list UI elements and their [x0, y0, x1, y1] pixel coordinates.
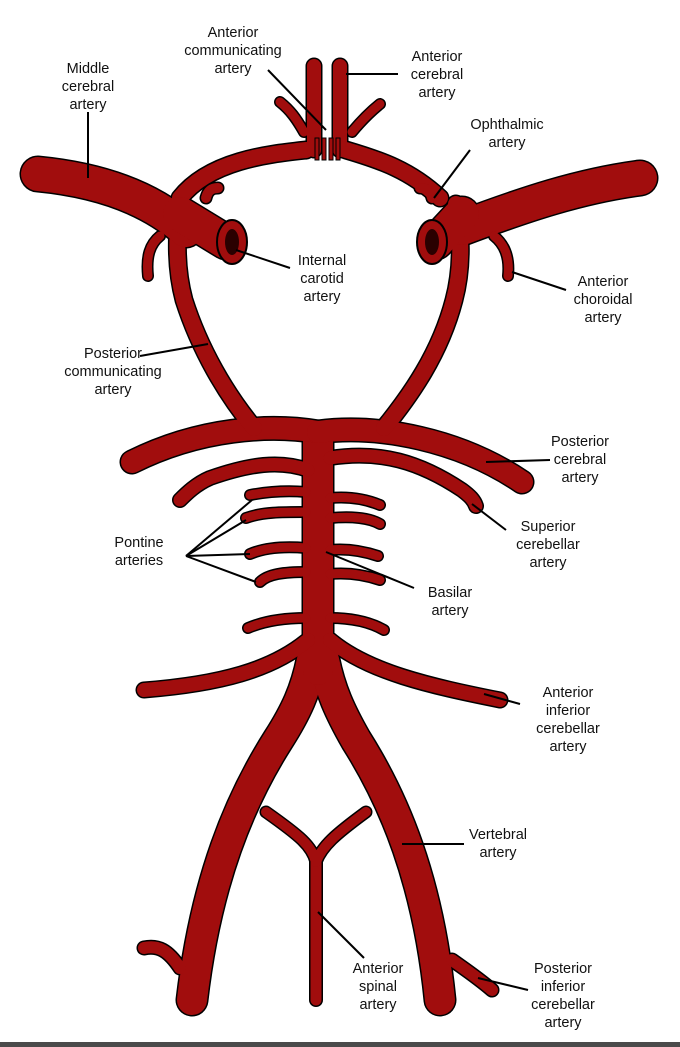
leader-lines — [87, 69, 567, 991]
label-ophthalmic-artery: Ophthalmic artery — [470, 117, 544, 151]
pontine-right-3 — [325, 545, 383, 561]
label-anterior-choroidal-artery: Anterior choroidal artery — [573, 274, 633, 326]
right-vertebral-artery — [309, 645, 455, 1015]
label-basilar-artery: Basilar artery — [427, 585, 473, 619]
label-pontine-arteries: Pontine arteries — [114, 535, 164, 569]
right-internal-carotid-lumen — [425, 229, 439, 255]
left-posterior-cerebral — [121, 417, 329, 473]
leader-anterior-spinal — [317, 911, 365, 959]
anterior-communicating-strand-4 — [335, 137, 341, 161]
pontine-right-2 — [325, 512, 385, 529]
anterior-communicating-strand-3 — [328, 137, 334, 161]
label-vertebral-artery: Vertebral artery — [468, 827, 528, 861]
right-middle-cerebral — [445, 161, 657, 245]
label-internal-carotid-artery: Internal carotid artery — [297, 253, 347, 305]
pontine-left-5 — [243, 613, 311, 633]
left-anterior-choroidal — [143, 231, 165, 281]
right-posterior-cerebral — [307, 419, 533, 493]
right-pica — [446, 954, 498, 996]
pontine-right-4 — [325, 569, 385, 585]
leader-pontine-2 — [185, 519, 247, 557]
label-middle-cerebral-artery: Middle cerebral artery — [61, 61, 115, 113]
leader-pica — [477, 977, 529, 991]
left-middle-cerebral — [21, 157, 203, 247]
right-superior-cerebellar — [323, 449, 483, 513]
leader-posterior-cerebral — [485, 459, 551, 463]
right-aica — [323, 633, 507, 707]
anterior-communicating-strand-2 — [321, 137, 327, 161]
left-ophthalmic — [201, 183, 223, 203]
leader-pontine-1 — [185, 499, 253, 557]
left-internal-carotid-lumen — [225, 229, 239, 255]
left-pica — [138, 941, 186, 974]
leader-pontine-3 — [185, 553, 251, 557]
left-anterior-cerebral-a1 — [172, 142, 314, 206]
leader-posterior-communicating — [139, 343, 209, 357]
pontine-left-1 — [245, 486, 311, 500]
bottom-border — [0, 1042, 680, 1047]
label-anterior-spinal-artery: Anterior spinal artery — [352, 961, 404, 1013]
pontine-left-4 — [255, 567, 311, 587]
pontine-right-1 — [325, 493, 385, 510]
right-ophthalmic — [415, 183, 437, 203]
leader-basilar — [325, 551, 415, 589]
left-aica — [137, 633, 315, 697]
left-superior-cerebellar — [173, 457, 315, 507]
leader-aica — [483, 693, 521, 705]
right-anterior-spinal-root — [311, 807, 371, 867]
pontine-right-5 — [325, 613, 389, 635]
anterior-communicating-strand-1 — [314, 137, 320, 161]
label-posterior-cerebral-artery: Posterior cerebral artery — [550, 434, 610, 486]
label-posterior-inferior-cerebellar-artery: Posterior inferior cerebellar artery — [531, 961, 595, 1031]
leader-anterior-choroidal — [511, 271, 567, 291]
left-vertebral-artery — [177, 645, 327, 1015]
leader-anterior-communicating — [267, 69, 327, 131]
leader-internal-carotid — [235, 249, 291, 269]
internal-carotid-cross-sections — [216, 219, 448, 265]
label-anterior-inferior-cerebellar-artery: Anterior inferior cerebellar artery — [536, 685, 600, 755]
right-acom-branch — [347, 99, 385, 137]
label-anterior-cerebral-artery: Anterior cerebral artery — [410, 49, 464, 101]
label-superior-cerebellar-artery: Superior cerebellar artery — [516, 519, 580, 571]
leader-ophthalmic — [433, 149, 471, 199]
right-anterior-choroidal — [489, 231, 513, 281]
left-acom-branch — [275, 97, 309, 137]
label-anterior-communicating-artery: Anterior communicating artery — [184, 25, 282, 77]
leader-superior-cerebellar — [471, 503, 507, 531]
pontine-left-3 — [245, 542, 311, 559]
label-posterior-communicating-artery: Posterior communicating artery — [64, 346, 162, 398]
pontine-left-2 — [241, 507, 311, 523]
leader-pontine-4 — [185, 555, 257, 583]
